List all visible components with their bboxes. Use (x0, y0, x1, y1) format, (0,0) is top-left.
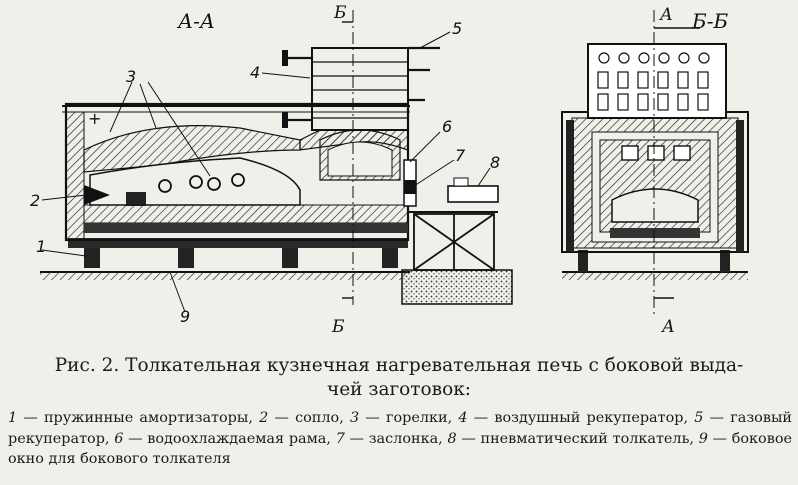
callout-2: 2 (30, 191, 40, 210)
legend-number: 6 (114, 430, 124, 447)
legend-item: 2 — сопло, (259, 410, 350, 426)
callout-9: 9 (180, 307, 190, 326)
legend-item: 6 — водоохлаждаемая рама, (114, 431, 335, 447)
legend-number: 7 (335, 430, 345, 447)
cut-mark-a-top: А (659, 5, 673, 25)
legend-number: 8 (447, 430, 457, 447)
callout-7: 7 (455, 146, 466, 165)
callout-3: 3 (126, 67, 136, 86)
callout-6: 6 (442, 117, 452, 136)
legend-text: — боковое окно для бокового толкателя (8, 430, 792, 468)
plus-sign: + (88, 109, 101, 128)
figure-legend: 1 — пружинные амортизаторы, 2 — сопло, 3… (8, 408, 792, 470)
caption-line-1: Рис. 2. Толкательная кузнечная нагревате… (54, 355, 744, 376)
cut-mark-b-bottom: Б (331, 317, 345, 337)
section-bb (561, 10, 749, 315)
legend-text: — заслонка, (344, 430, 448, 447)
legend-item: 5 — газовый рекуператор, (8, 410, 792, 447)
section-label-aa: А-А (176, 9, 215, 33)
legend-text: — пружинные амортизаторы, (17, 410, 260, 426)
callout-5: 5 (452, 19, 462, 38)
legend-text: — сопло, (268, 410, 350, 426)
section-aa (40, 10, 513, 305)
legend-number: 9 (698, 430, 708, 447)
legend-item: 8 — пневматический толкатель, (447, 431, 698, 447)
callout-1: 1 (36, 237, 46, 256)
legend-number: 4 (458, 410, 468, 426)
section-label-bb: Б-Б (691, 9, 728, 33)
legend-text: — водоохлаждаемая рама, (123, 430, 336, 447)
legend-item: 7 — заслонка, (336, 431, 448, 447)
figure-caption: Рис. 2. Толкательная кузнечная нагревате… (8, 354, 790, 402)
legend-text: — пневматический толкатель, (456, 430, 699, 447)
furnace-drawing: А-А Б-Б Б Б А А + 3 2 1 4 5 6 7 8 9 (30, 3, 749, 337)
legend-number: 3 (350, 410, 360, 426)
legend-number: 2 (259, 410, 269, 426)
callout-4: 4 (250, 63, 260, 82)
legend-item: 9 — боковое окно для бокового толкателя (8, 431, 792, 468)
cut-mark-b-top: Б (333, 3, 347, 23)
legend-text: — воздушный рекуператор, (467, 410, 695, 426)
legend-item: 1 — пружинные амортизаторы, (8, 410, 259, 426)
legend-number: 5 (694, 410, 704, 426)
legend-number: 1 (8, 410, 18, 426)
caption-line-2: чей заготовок: (326, 379, 472, 400)
legend-item: 3 — горелки, (350, 410, 458, 426)
cut-mark-a-bottom: А (661, 317, 675, 337)
legend-item: 4 — воздушный рекуператор, (458, 410, 694, 426)
callout-8: 8 (490, 153, 500, 172)
legend-text: — газовый рекуператор, (8, 410, 792, 447)
legend-text: — горелки, (359, 410, 459, 426)
